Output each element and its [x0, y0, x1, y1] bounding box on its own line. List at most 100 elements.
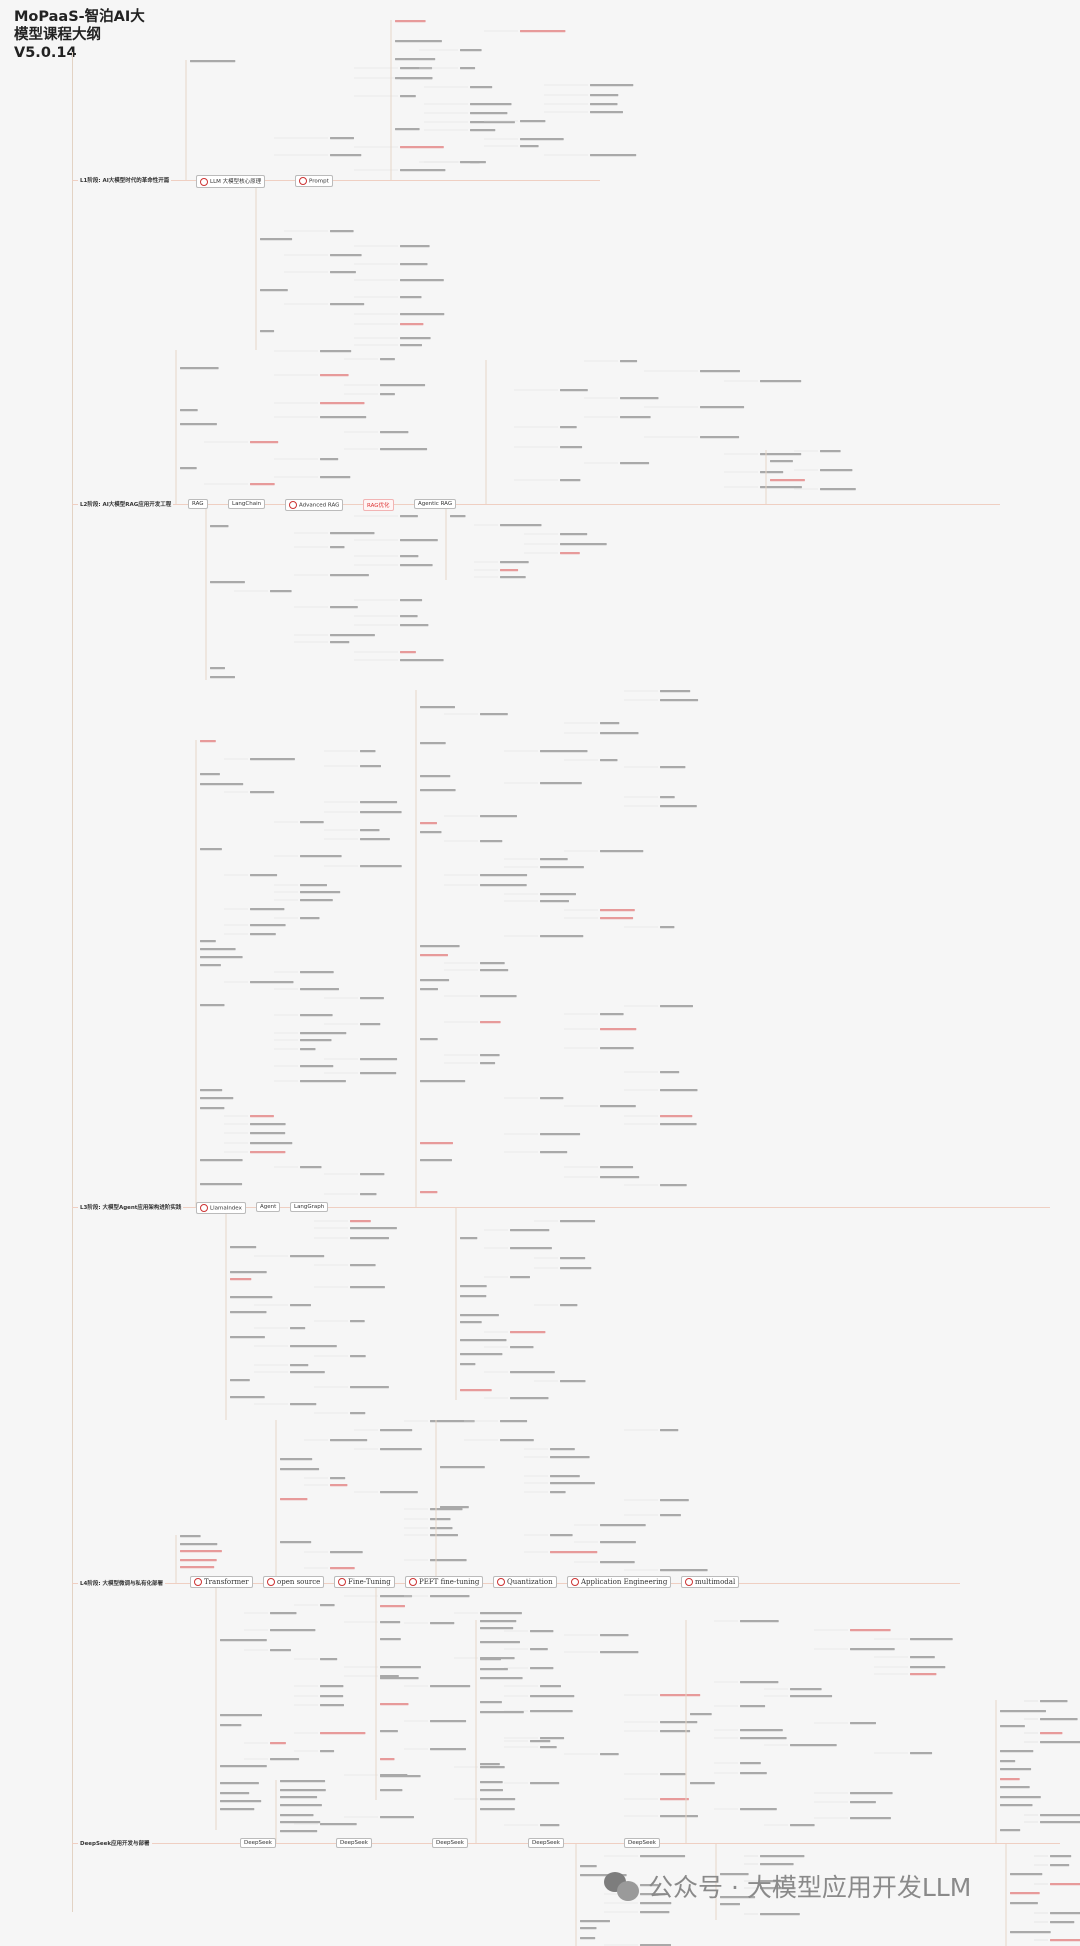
mindmap-node[interactable]: DeepSeek: [432, 1838, 468, 1848]
mindmap-node[interactable]: Advanced RAG: [285, 499, 344, 511]
node-text-mark: [290, 1304, 311, 1307]
node-text-mark: [640, 1893, 666, 1896]
node-text-mark: [760, 486, 802, 489]
node-text-mark: [400, 651, 416, 654]
mindmap-node[interactable]: RAG: [188, 499, 208, 509]
node-text-mark: [290, 1345, 337, 1348]
node-text-mark: [330, 1477, 346, 1480]
node-text-mark: [540, 1746, 557, 1749]
node-text-mark: [480, 1711, 524, 1714]
mindmap-node[interactable]: Agent: [256, 1202, 281, 1212]
node-text-mark: [480, 1798, 516, 1801]
node-text-mark: [580, 1927, 597, 1930]
mindmap-node[interactable]: DeepSeek: [336, 1838, 372, 1848]
node-text-mark: [660, 926, 675, 929]
stage-label[interactable]: DeepSeek应用开发与部署: [78, 1839, 152, 1847]
node-text-mark: [400, 599, 423, 602]
node-text-mark: [550, 1448, 575, 1451]
mindmap-node[interactable]: Application Engineering: [567, 1576, 672, 1588]
mindmap-node[interactable]: DeepSeek: [528, 1838, 564, 1848]
mindmap-node[interactable]: DeepSeek: [624, 1838, 660, 1848]
node-text-mark: [300, 1032, 347, 1035]
node-text-mark: [180, 1543, 218, 1546]
node-text-mark: [400, 515, 418, 518]
node-text-mark: [360, 997, 384, 1000]
node-text-mark: [210, 676, 235, 679]
node-text-mark: [380, 1675, 399, 1678]
node-text-mark: [230, 1311, 267, 1314]
node-text-mark: [360, 801, 398, 804]
node-label: Fine-Tuning: [348, 1578, 391, 1586]
node-text-mark: [1000, 1710, 1046, 1713]
node-text-mark: [350, 1386, 389, 1389]
node-text-mark: [270, 1742, 286, 1745]
node-text-mark: [250, 908, 285, 911]
node-text-mark: [350, 1264, 376, 1267]
node-text-mark: [230, 1396, 265, 1399]
node-text-mark: [510, 1346, 534, 1349]
node-text-mark: [1000, 1750, 1034, 1753]
node-text-mark: [480, 1620, 517, 1623]
node-text-mark: [760, 1880, 787, 1883]
node-text-mark: [460, 1389, 492, 1392]
node-text-mark: [330, 254, 362, 257]
node-text-mark: [300, 855, 342, 858]
stage-label[interactable]: L4阶段: 大模型微调与私有化部署: [78, 1579, 165, 1587]
mindmap-spine: [72, 52, 73, 1912]
mindmap-node[interactable]: RAG优化: [363, 499, 394, 511]
mindmap-node[interactable]: Fine-Tuning: [334, 1576, 395, 1588]
node-text-mark: [760, 1863, 794, 1866]
node-text-mark: [290, 1371, 325, 1374]
node-text-mark: [740, 1808, 777, 1811]
mindmap-node[interactable]: Transformer: [190, 1576, 253, 1588]
node-text-mark: [1000, 1829, 1021, 1832]
node-text-mark: [210, 581, 245, 584]
node-text-mark: [560, 552, 580, 555]
node-text-mark: [480, 884, 527, 887]
mindmap-node[interactable]: LangChain: [228, 499, 266, 509]
node-text-mark: [660, 1694, 701, 1697]
mindmap-node[interactable]: Prompt: [295, 175, 333, 187]
node-text-mark: [660, 1569, 708, 1572]
node-text-mark: [320, 416, 367, 419]
node-text-mark: [280, 1830, 318, 1833]
mindmap-node[interactable]: Quantization: [493, 1576, 557, 1588]
mindmap-node[interactable]: DeepSeek: [240, 1838, 276, 1848]
node-text-mark: [660, 1514, 681, 1517]
mindmap-node[interactable]: open source: [263, 1576, 325, 1588]
mindmap-node[interactable]: Agentic RAG: [414, 499, 457, 509]
node-text-mark: [270, 1649, 291, 1652]
node-text-mark: [400, 146, 444, 149]
node-text-mark: [180, 1535, 201, 1538]
mindmap-node[interactable]: LLM 大模型核心原理: [196, 175, 266, 188]
mindmap-node[interactable]: LlamaIndex: [196, 1202, 246, 1214]
mindmap-node[interactable]: PEFT fine-tuning: [405, 1576, 484, 1588]
stage-label[interactable]: L1阶段: AI大模型时代的革命性开篇: [78, 176, 172, 184]
node-text-mark: [530, 1740, 551, 1743]
node-text-mark: [320, 1704, 344, 1707]
stage-label[interactable]: L3阶段: 大模型Agent应用架构进阶实践: [78, 1203, 184, 1211]
node-text-mark: [1050, 1912, 1080, 1915]
node-text-mark: [560, 426, 577, 429]
node-text-mark: [320, 1658, 338, 1661]
node-text-mark: [350, 1220, 371, 1223]
node-text-mark: [200, 1107, 225, 1110]
node-text-mark: [790, 1744, 837, 1747]
node-label: open source: [277, 1578, 321, 1586]
node-text-mark: [320, 1732, 366, 1735]
node-text-mark: [540, 750, 588, 753]
node-text-mark: [480, 1701, 502, 1704]
node-text-mark: [740, 1620, 779, 1623]
stage-label[interactable]: L2阶段: AI大模型RAG应用开发工程: [78, 500, 174, 508]
node-text-mark: [660, 1184, 687, 1187]
node-text-mark: [600, 759, 618, 762]
node-text-mark: [1050, 1939, 1080, 1942]
node-text-mark: [200, 740, 216, 743]
node-text-mark: [540, 893, 576, 896]
node-text-mark: [220, 1792, 250, 1795]
node-text-mark: [640, 1902, 672, 1905]
node-text-mark: [700, 406, 745, 409]
mindmap-node[interactable]: multimodal: [681, 1576, 740, 1588]
mindmap-node[interactable]: LangGraph: [290, 1202, 329, 1212]
node-icon: [299, 177, 307, 185]
